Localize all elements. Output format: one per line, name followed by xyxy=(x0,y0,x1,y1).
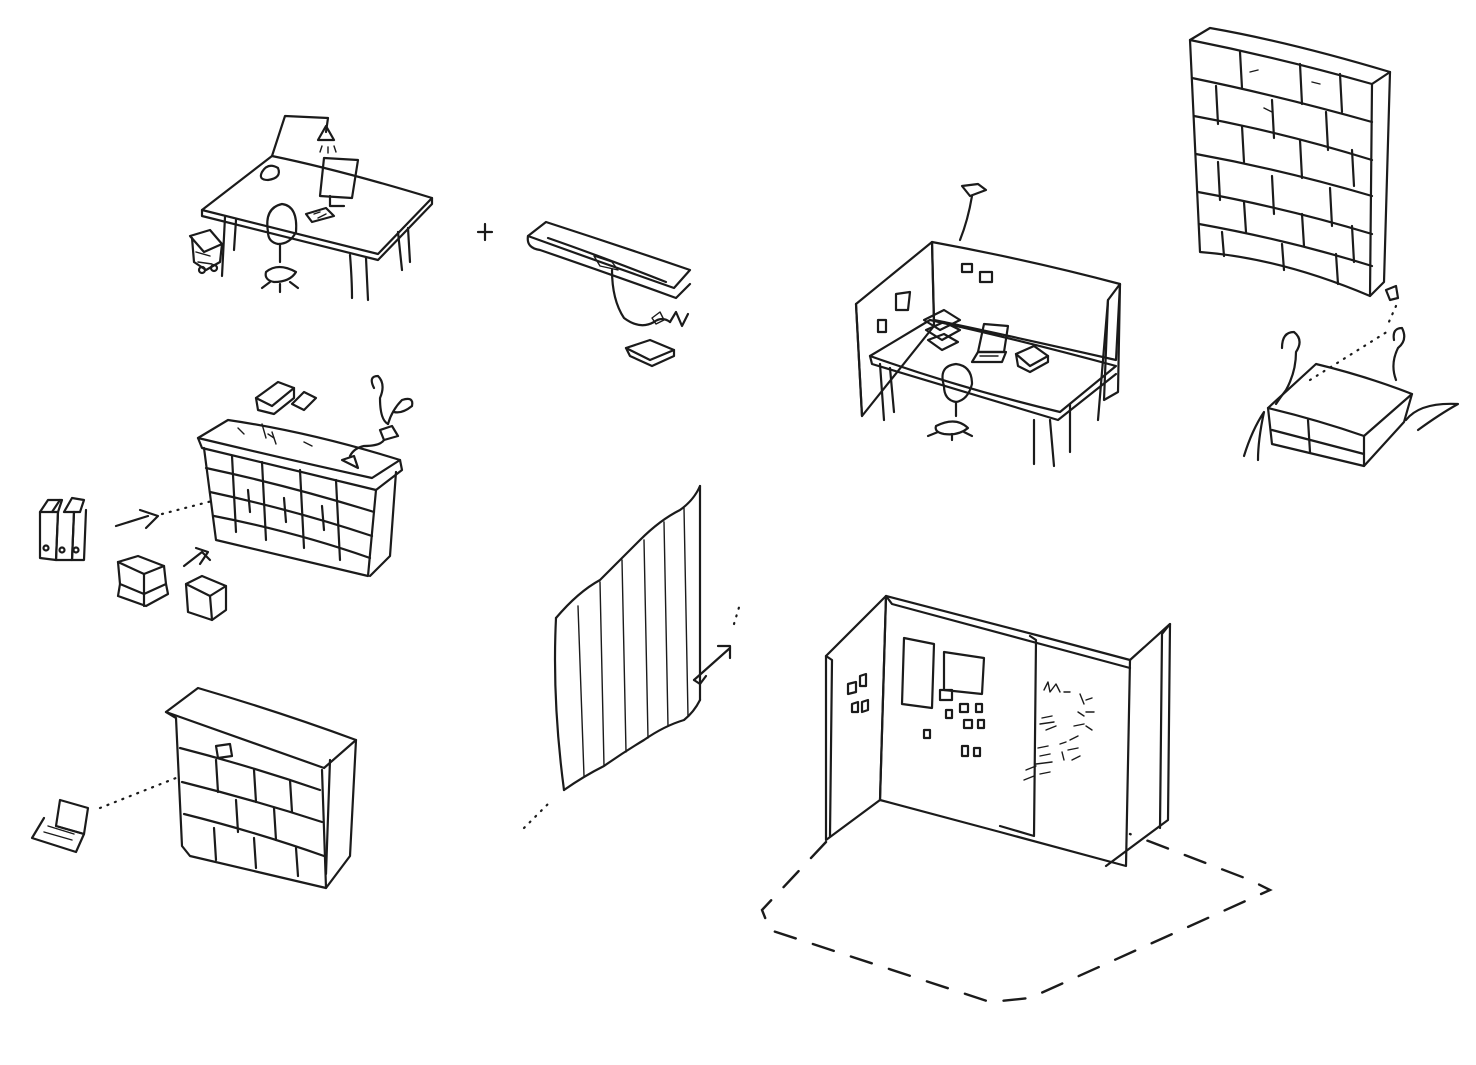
partition-icon xyxy=(760,594,1273,1004)
booth-desk-icon xyxy=(854,182,1122,468)
tall-shelf-icon xyxy=(1188,26,1392,298)
desk-lamp-chair-icon xyxy=(188,114,434,302)
arrow-icon xyxy=(114,498,218,530)
ottoman-icon xyxy=(1242,284,1460,468)
low-shelf-icon xyxy=(196,374,414,578)
curtain-icon xyxy=(522,484,742,830)
plus-icon xyxy=(476,222,494,242)
box-icon xyxy=(116,546,228,622)
laptop-icon xyxy=(30,776,178,854)
bookcase-icon xyxy=(164,686,358,890)
binder-icon xyxy=(38,496,88,562)
cable-tray-icon xyxy=(526,220,692,368)
